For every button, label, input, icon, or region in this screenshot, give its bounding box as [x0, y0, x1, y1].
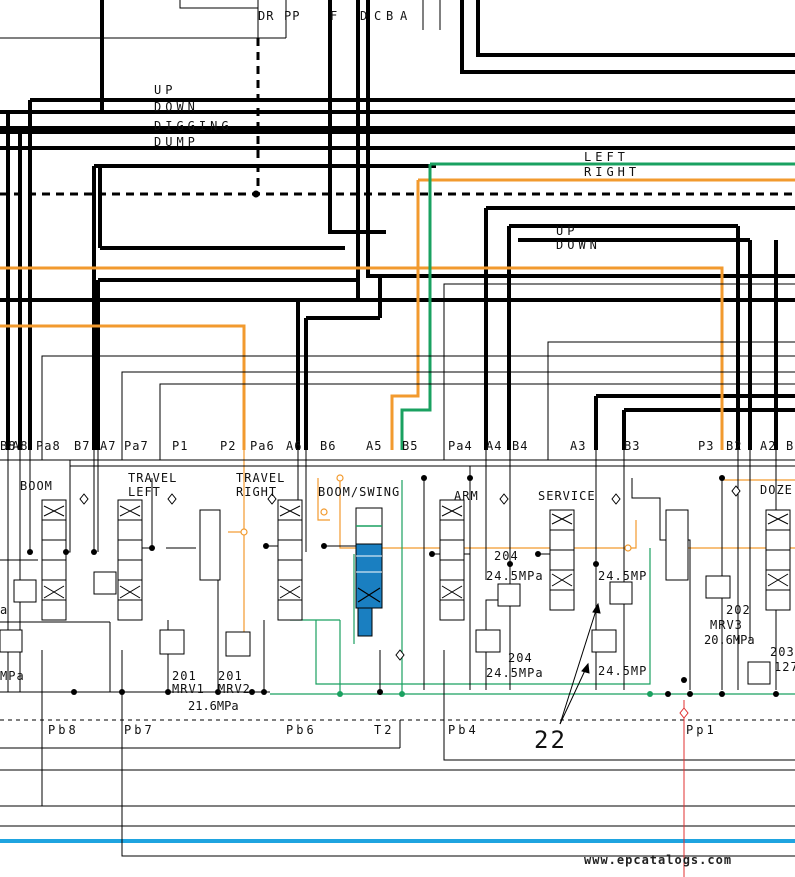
thick-pilot-lines — [0, 0, 795, 450]
section-travel-left-2: LEFT — [128, 485, 161, 499]
port-p2: P2 — [220, 439, 237, 453]
mrv3-id: 202 — [726, 603, 751, 617]
relief-204b-value: 24.5MP — [598, 569, 648, 583]
pilot-label-left: LEFT — [584, 150, 629, 164]
port-a3: A3 — [570, 439, 587, 453]
mrv3-name: MRV3 — [710, 618, 743, 632]
port-c-label: C — [374, 9, 383, 23]
main-relief — [665, 509, 689, 581]
section-travel-right-2: RIGHT — [236, 485, 278, 499]
pilot-label-digging: DIGGING — [154, 119, 233, 133]
dashed-drain-line — [0, 38, 795, 196]
section-arm: ARM — [454, 489, 479, 503]
boom-swing-valve — [355, 507, 383, 637]
port-pa8: Pa8 — [36, 439, 61, 453]
relief-valves — [0, 571, 771, 685]
orange-pilot-lines — [0, 178, 795, 450]
spool-valves — [41, 499, 791, 621]
section-travel-left-1: TRAVEL — [128, 471, 178, 485]
port-b-label: B — [386, 9, 395, 23]
relief-203-id: 203 — [770, 645, 795, 659]
port-pb4: Pb4 — [448, 723, 479, 737]
callout-number: 22 — [534, 726, 567, 754]
port-d-label: D — [360, 9, 369, 23]
junction-dots — [27, 190, 779, 697]
port-pb8: Pb8 — [48, 723, 79, 737]
port-b4: B4 — [512, 439, 529, 453]
port-a7: A7 — [100, 439, 117, 453]
relief-203-value: 127 — [774, 660, 795, 674]
port-a8: A8 — [12, 439, 29, 453]
relief-204a-value: 24.5MPa — [486, 569, 544, 583]
port-pp-label: PP — [284, 9, 301, 23]
pilot-label-down-2: DOWN — [556, 238, 601, 252]
dozer-spool — [765, 509, 791, 611]
pilot-label-up-2: UP — [556, 224, 579, 238]
green-pilot-lines — [400, 162, 795, 450]
port-f-label: F — [330, 9, 339, 23]
green-thin-lines — [270, 480, 795, 695]
mrv2-id: 201 — [218, 669, 243, 683]
mrv3-pressure: 20.6MPa — [704, 633, 755, 647]
pilot-label-right: RIGHT — [584, 165, 641, 179]
travel-shuttle — [199, 509, 221, 581]
section-boom-swing: BOOM/SWING — [318, 485, 401, 499]
pilot-label-down: DOWN — [154, 100, 199, 114]
watermark-text: www.epcatalogs.com — [584, 853, 733, 867]
port-pa4: Pa4 — [448, 439, 473, 453]
pilot-label-dump: DUMP — [154, 135, 199, 149]
orange-junction-dots — [240, 474, 632, 552]
port-b6: B6 — [320, 439, 337, 453]
port-p3: P3 — [698, 439, 715, 453]
relief-204c-id: 204 — [508, 651, 533, 665]
relief-204a-id: 204 — [494, 549, 519, 563]
port-b7: B7 — [74, 439, 91, 453]
port-b2: B2 — [726, 439, 743, 453]
pressure-left-1: a — [0, 603, 9, 617]
port-b8: B8 — [0, 439, 17, 453]
port-a4: A4 — [486, 439, 503, 453]
port-b3: B3 — [624, 439, 641, 453]
mrv2-name: MRV2 — [218, 682, 251, 696]
section-travel-right-1: TRAVEL — [236, 471, 286, 485]
port-a-label: A — [400, 9, 409, 23]
port-a6: A6 — [286, 439, 303, 453]
callout-arrows — [559, 602, 601, 725]
mrv1-name: MRV1 — [172, 682, 205, 696]
port-pb6: Pb6 — [286, 723, 317, 737]
relief-204d-value: 24.5MP — [598, 664, 648, 678]
port-pa7: Pa7 — [124, 439, 149, 453]
pilot-label-up: UP — [154, 83, 177, 97]
check-valves — [79, 485, 741, 661]
relief-204c-value: 24.5MPa — [486, 666, 544, 680]
section-boom: BOOM — [20, 479, 53, 493]
pressure-left-2: MPa — [0, 669, 25, 683]
port-t2: T2 — [374, 723, 395, 737]
port-pb7: Pb7 — [124, 723, 155, 737]
port-b: B — [786, 439, 795, 453]
section-service: SERVICE — [538, 489, 596, 503]
port-dr-label: DR — [258, 9, 275, 23]
port-pa6: Pa6 — [250, 439, 275, 453]
check-diamond-red — [679, 707, 689, 719]
mrv1-id: 201 — [172, 669, 197, 683]
port-pp1: Pp1 — [686, 723, 717, 737]
port-b5: B5 — [402, 439, 419, 453]
port-a2: A2 — [760, 439, 777, 453]
port-a5: A5 — [366, 439, 383, 453]
service-spool — [549, 509, 575, 611]
top-frame — [0, 0, 441, 39]
green-junction-dots — [337, 691, 653, 697]
mrv-pressure: 21.6MPa — [188, 699, 239, 713]
section-dozer: DOZE — [760, 483, 793, 497]
port-p1: P1 — [172, 439, 189, 453]
spool-cells — [42, 505, 790, 601]
